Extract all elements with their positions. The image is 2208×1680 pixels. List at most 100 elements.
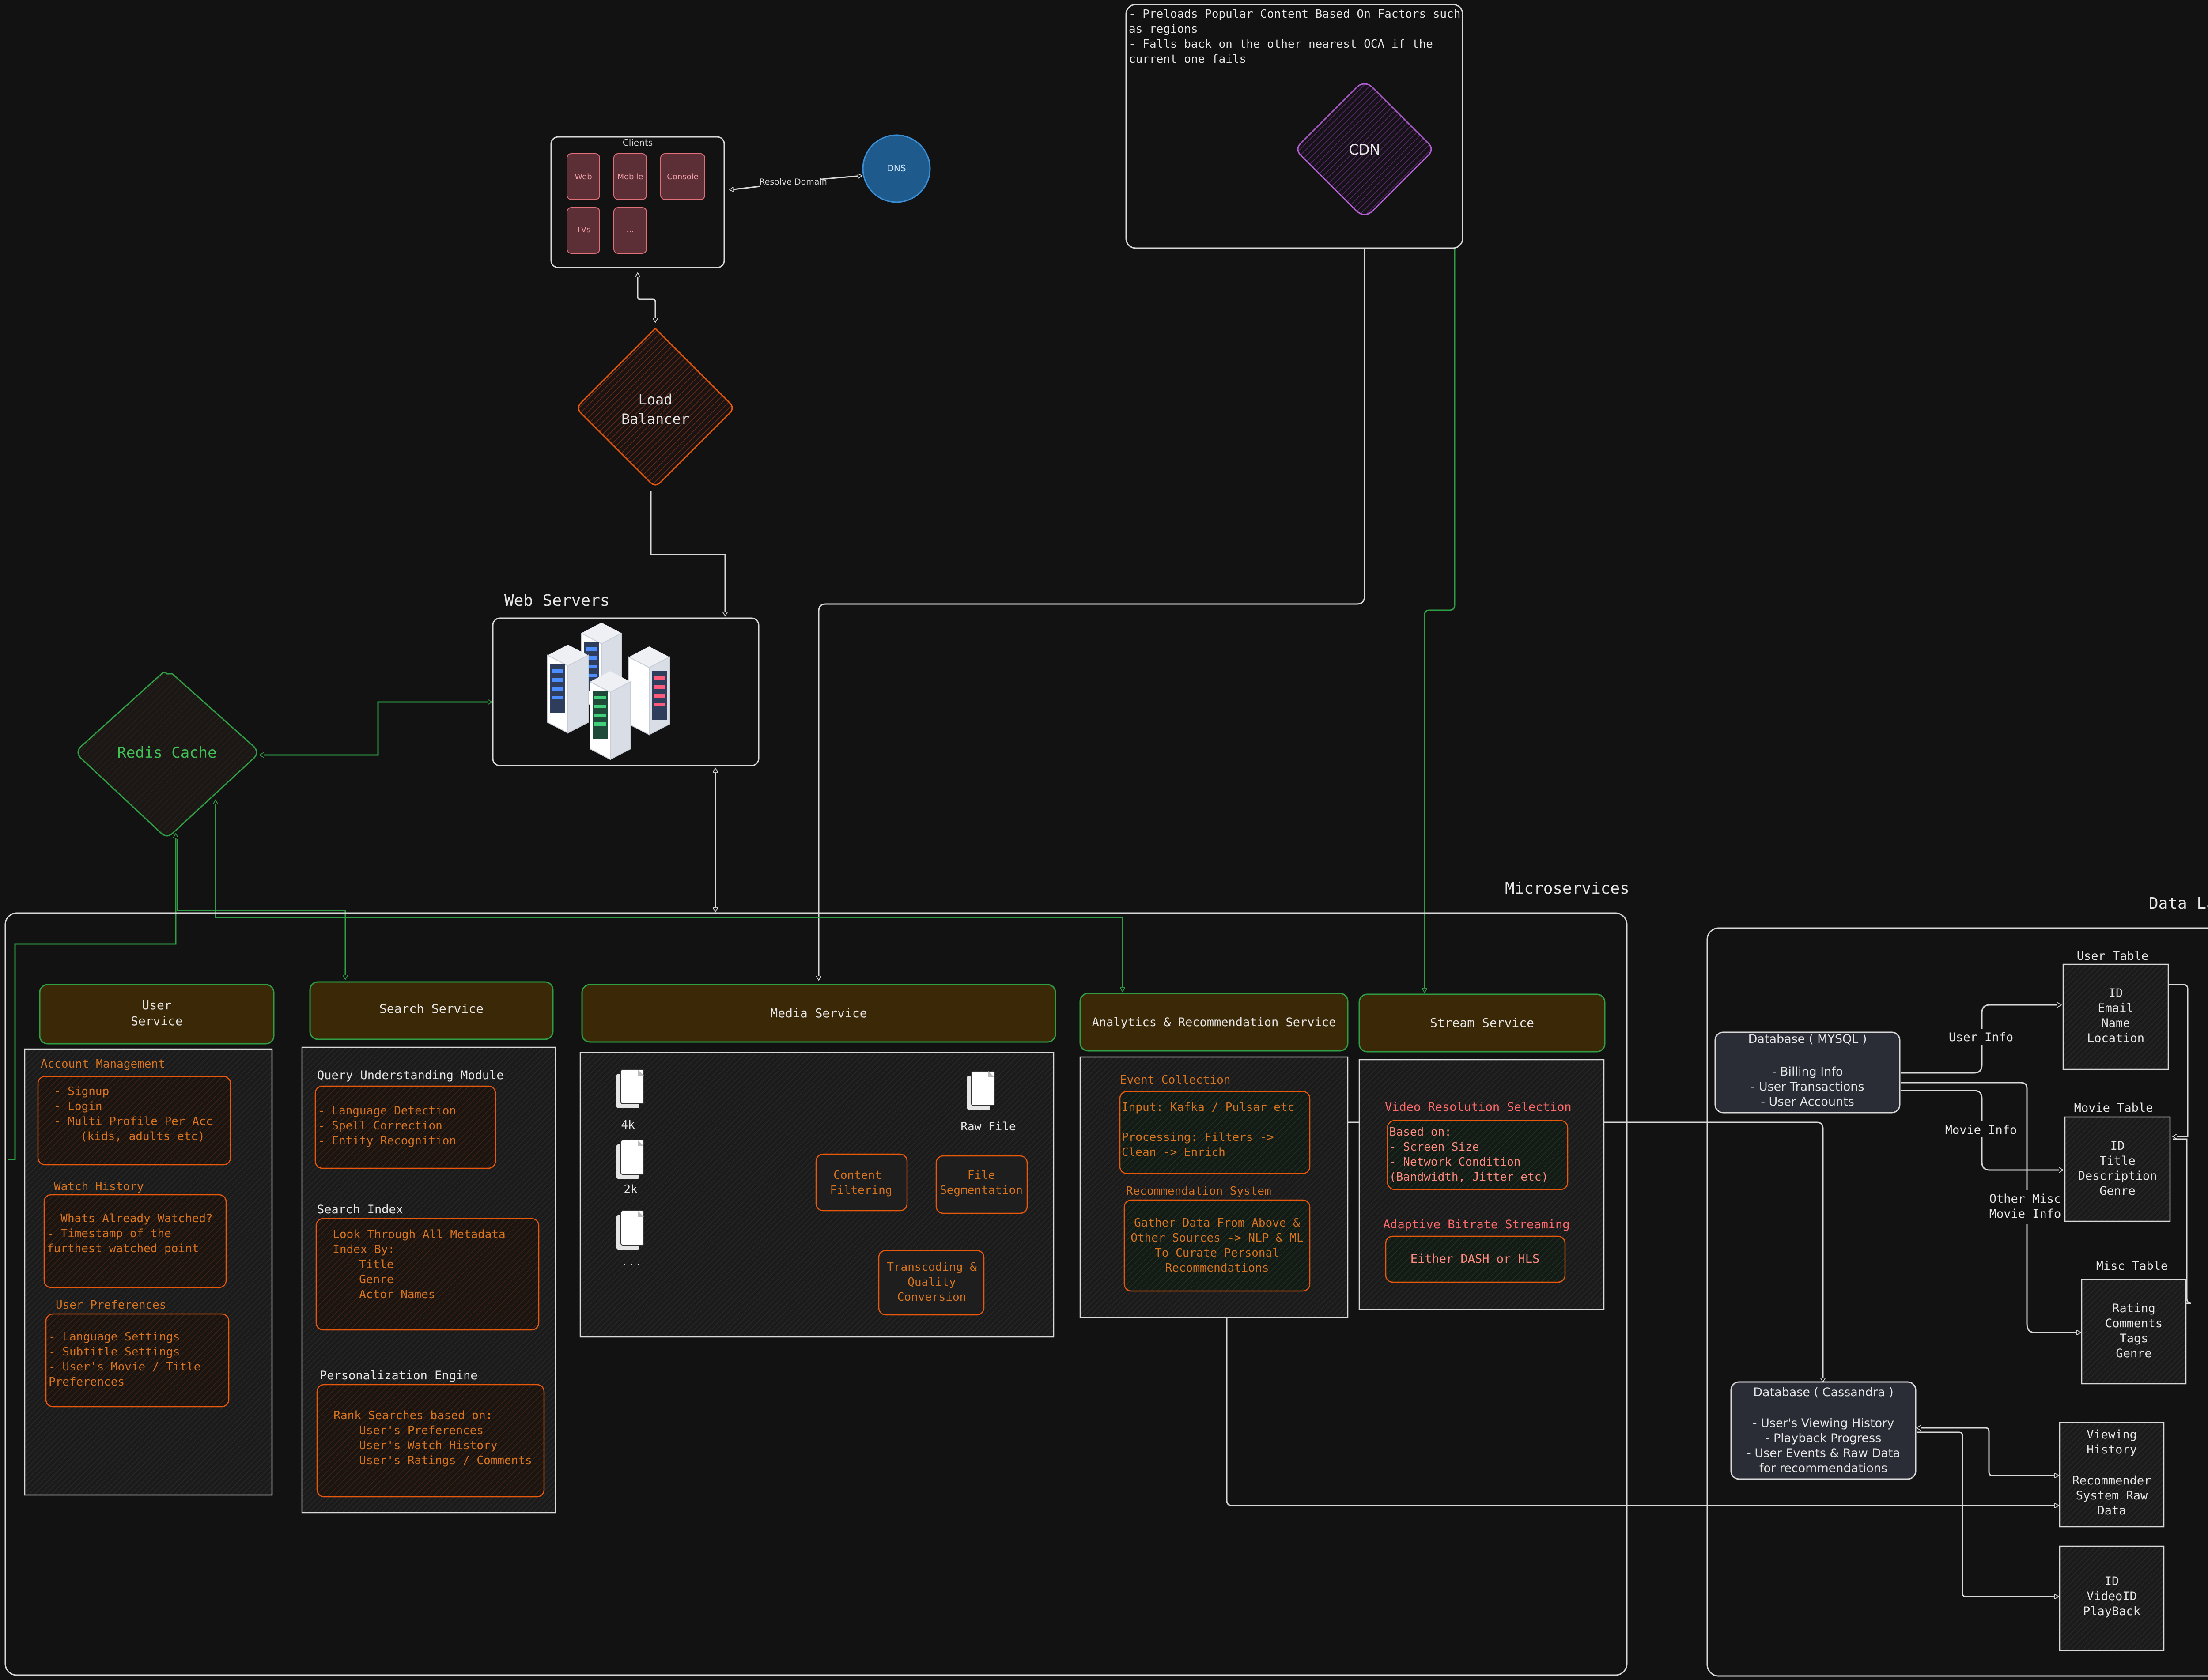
res-line: - Network Condition [1389, 1155, 1520, 1169]
misc-table-field: Rating [2112, 1302, 2155, 1315]
client-console[interactable]: Console [660, 153, 705, 200]
viewing-table-field: Data [2097, 1504, 2126, 1518]
analytics-service-title: Analytics & Recommendation Service [1092, 1016, 1336, 1029]
search-service[interactable]: Search Service [309, 981, 554, 1040]
cdn-note-1: - Preloads Popular Content Based On Fact… [1129, 8, 1460, 21]
file-4k-label: 4k [621, 1118, 635, 1132]
misc-table-field: Tags [2119, 1332, 2148, 1345]
client-more[interactable]: ... [613, 207, 647, 254]
personal-line: - User's Ratings / Comments [345, 1454, 532, 1467]
mysql-line: - Billing Info [1772, 1065, 1843, 1079]
event-line: Clean -> Enrich [1122, 1146, 1225, 1159]
content-filtering-node[interactable]: Content Filtering [815, 1153, 908, 1212]
playback-table-field: PlayBack [2083, 1604, 2140, 1618]
user-table[interactable]: User Table ID Email Name Location [2062, 949, 2169, 1070]
transcoding-node[interactable]: Transcoding & Quality Conversion [878, 1250, 985, 1316]
user-table-field: Name [2101, 1016, 2130, 1030]
res-line: (Bandwidth, Jitter etc) [1389, 1170, 1548, 1184]
dns-node[interactable]: DNS [862, 134, 931, 203]
watch-line: - Whats Already Watched? [47, 1212, 213, 1225]
viewing-table-field: Recommender [2072, 1474, 2151, 1487]
personal-line: - User's Watch History [345, 1439, 497, 1452]
search-service-title: Search Service [379, 1001, 484, 1016]
query-understanding-title: Query Understanding Module [317, 1068, 504, 1082]
event-line: Input: Kafka / Pulsar etc [1122, 1101, 1294, 1114]
other-misc-label-2: Movie Info [1989, 1207, 2061, 1221]
viewing-table-field: History [2087, 1443, 2137, 1457]
server-rack-icon [547, 623, 670, 760]
rec-line: Gather Data From Above & [1134, 1216, 1300, 1230]
media-service-title: Media Service [770, 1006, 867, 1020]
cdn-note-4: current one fails [1129, 53, 1246, 66]
client-tvs[interactable]: TVs [567, 207, 600, 254]
web-servers-node[interactable]: Web Servers [492, 592, 760, 766]
raw-file-icon [967, 1071, 995, 1110]
mysql-database[interactable]: Database ( MYSQL ) - Billing Info - User… [1714, 1031, 1901, 1114]
redis-cache-label: Redis Cache [117, 744, 216, 762]
movie-table-field: Genre [2099, 1184, 2135, 1198]
analytics-service[interactable]: Analytics & Recommendation Service [1079, 993, 1349, 1052]
cdn-note-2: as regions [1129, 23, 1198, 36]
index-line: - Index By: [319, 1243, 395, 1256]
stream-service-title: Stream Service [1430, 1016, 1534, 1030]
stream-service[interactable]: Stream Service [1358, 993, 1606, 1053]
search-service-panel: Query Understanding Module - Language De… [301, 1046, 556, 1514]
prefs-line: Preferences [49, 1375, 125, 1389]
arrow-lb-webservers [650, 491, 725, 616]
data-layer-edge-labels: User Info Movie Info Other Misc Movie In… [1944, 1029, 2065, 1224]
arrow-usertable-movietable [2169, 984, 2189, 1136]
movie-table-title: Movie Table [2074, 1101, 2153, 1115]
client-web[interactable]: Web [567, 153, 600, 200]
user-service-title-2: Service [131, 1014, 183, 1028]
cassandra-title: Database ( Cassandra ) [1753, 1386, 1894, 1399]
user-table-field: Location [2087, 1031, 2144, 1045]
load-balancer-node[interactable]: Load Balancer [578, 327, 733, 486]
cdn-node[interactable]: CDN [1297, 83, 1432, 215]
arrow-misctable-movietable [2173, 1138, 2192, 1304]
arrow-viewing-recommendation [1227, 1294, 2059, 1506]
dns-label: DNS [887, 163, 906, 174]
cassandra-database[interactable]: Database ( Cassandra ) - User's Viewing … [1730, 1381, 1917, 1480]
cdn-group: - Preloads Popular Content Based On Fact… [1125, 4, 1463, 249]
watch-line: - Timestamp of the [47, 1227, 171, 1240]
client-mobile[interactable]: Mobile [613, 153, 647, 200]
media-service[interactable]: Media Service [581, 984, 1056, 1043]
file-more-label: ... [621, 1255, 642, 1268]
playback-table[interactable]: ID VideoID PlayBack [2059, 1545, 2165, 1651]
misc-table[interactable]: Misc Table Rating Comments Tags Genre [2081, 1259, 2187, 1385]
personal-line: - Rank Searches based on: [320, 1409, 492, 1422]
load-balancer-label-2: Balancer [621, 411, 689, 427]
content-filtering-label-1: Content [833, 1169, 882, 1182]
file-2k-icon [616, 1140, 644, 1179]
microservices-title: Microservices [1505, 880, 1630, 898]
prefs-line: - Subtitle Settings [49, 1345, 180, 1359]
file-segmentation-label-2: Segmentation [940, 1184, 1023, 1197]
file-2k-label: 2k [624, 1183, 638, 1196]
misc-table-field: Comments [2105, 1317, 2163, 1330]
microservices-container: Microservices [4, 880, 1630, 1676]
user-service[interactable]: User Service [39, 984, 275, 1045]
cassandra-line: - User's Viewing History [1753, 1416, 1894, 1430]
movie-table-field: Description [2078, 1169, 2157, 1183]
client-mobile-label: Mobile [617, 172, 643, 181]
resolve-domain-label: Resolve Domain [759, 177, 827, 187]
account-line: - Multi Profile Per Acc [54, 1115, 213, 1128]
redis-cache-node[interactable]: Redis Cache [77, 672, 257, 837]
account-line: - Signup [54, 1085, 109, 1098]
movie-table[interactable]: Movie Table ID Title Description Genre [2064, 1101, 2171, 1222]
arrow-clients-lb [638, 273, 655, 322]
mysql-line: - User Accounts [1761, 1095, 1854, 1109]
data-layer-container: Data Layer [1706, 895, 2208, 1677]
arrow-cdn-media [819, 222, 1365, 980]
video-resolution-title: Video Resolution Selection [1385, 1100, 1572, 1114]
stream-service-panel: Video Resolution Selection Based on: - S… [1358, 1059, 1605, 1310]
search-index-title: Search Index [317, 1203, 403, 1216]
viewing-history-table[interactable]: Viewing History Recommender System Raw D… [2059, 1422, 2165, 1528]
file-segmentation-node[interactable]: File Segmentation [935, 1155, 1028, 1214]
prefs-line: - Language Settings [49, 1330, 180, 1344]
arrow-cdn-stream [1405, 190, 1456, 993]
arrow-redis-analytics [216, 800, 1123, 992]
user-info-label: User Info [1949, 1031, 2013, 1044]
rec-line: Recommendations [1165, 1261, 1269, 1275]
movie-table-field: ID [2110, 1139, 2125, 1153]
